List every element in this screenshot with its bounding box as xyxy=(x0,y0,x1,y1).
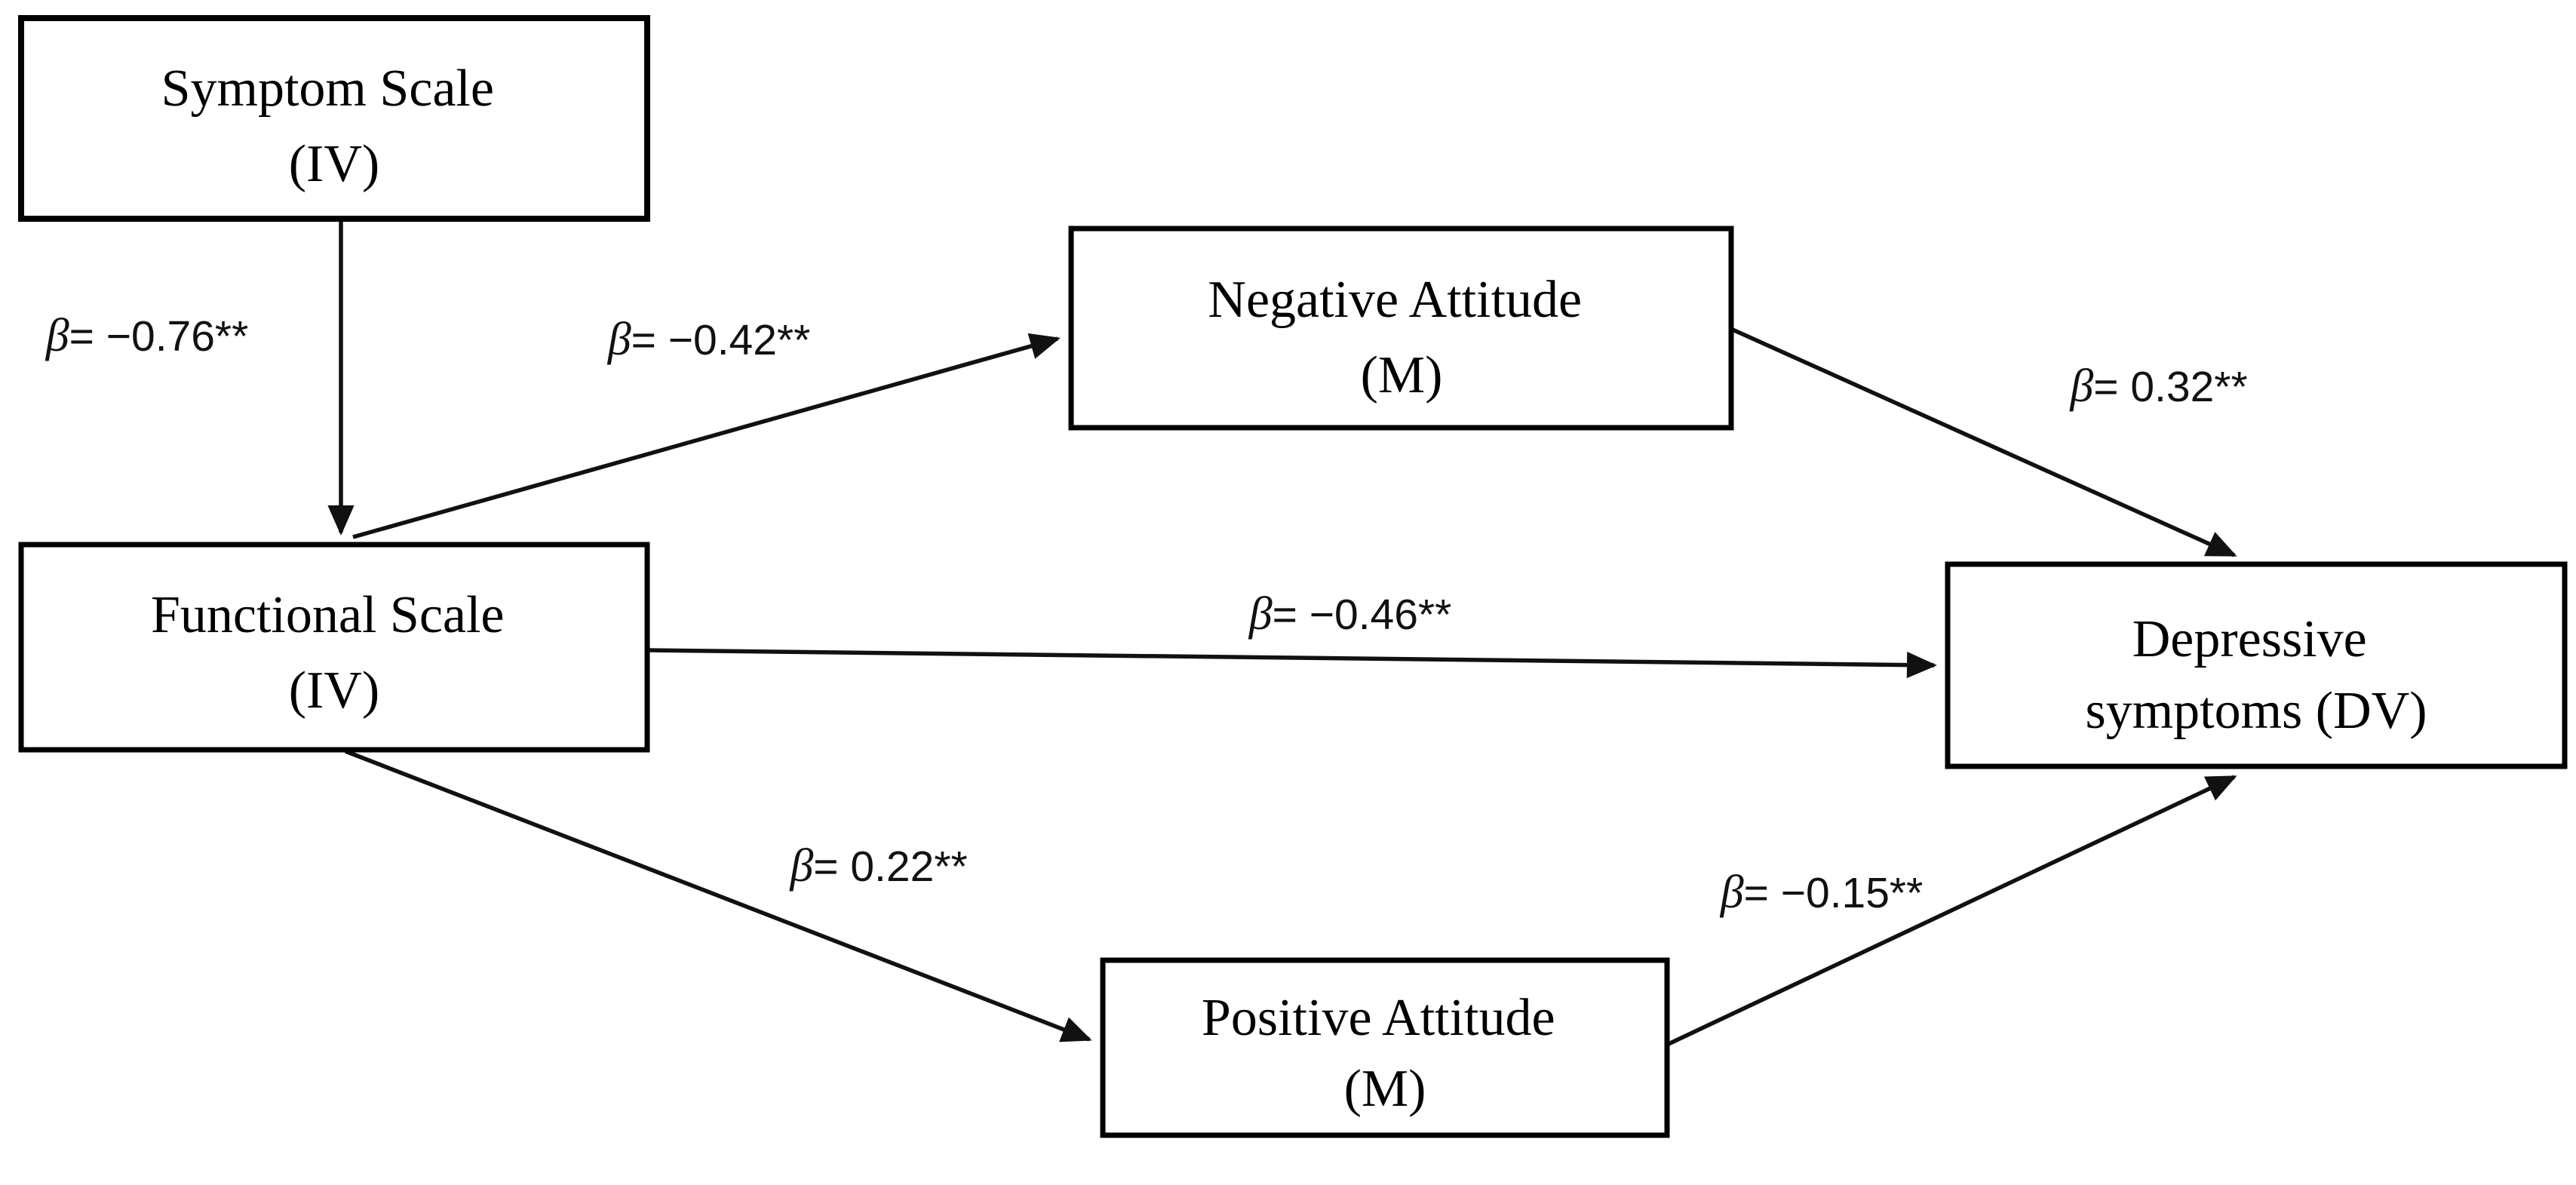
arrow-negative-to-depressive xyxy=(1731,327,2237,557)
beta-symbol: β xyxy=(607,314,631,365)
node-negative-attitude: Negative Attitude (M) xyxy=(1068,226,1734,431)
beta-symbol: β xyxy=(1248,588,1273,640)
arrow-functional-to-depressive xyxy=(646,648,1937,679)
coef-symptom-to-functional: β= −0.76** xyxy=(45,310,249,361)
edges xyxy=(327,220,2237,1046)
functional-scale-box xyxy=(18,542,650,753)
arrow-functional-to-positive xyxy=(345,749,1092,1042)
beta-symbol: β xyxy=(1720,867,1744,918)
coef-negative-to-depressive: β= 0.32** xyxy=(2069,361,2247,412)
beta-symbol: β xyxy=(2069,361,2093,412)
node-symptom-scale: Symptom Scale (IV) xyxy=(18,15,650,222)
symptom-scale-box xyxy=(18,15,650,222)
positive-attitude-box xyxy=(1100,957,1670,1138)
depressive-symptoms-box xyxy=(1945,561,2568,769)
node-positive-attitude: Positive Attitude (M) xyxy=(1100,957,1670,1138)
positive-attitude-label: Positive Attitude (M) xyxy=(1202,989,1568,1118)
coef-functional-to-positive: β= 0.22** xyxy=(789,840,967,892)
coef-functional-to-negative: β= −0.42** xyxy=(607,314,811,365)
arrow-positive-to-depressive xyxy=(1667,775,2237,1046)
beta-symbol: β xyxy=(45,310,69,361)
negative-attitude-label: Negative Attitude (M) xyxy=(1208,271,1595,404)
negative-attitude-box xyxy=(1068,226,1734,431)
depressive-symptoms-label: Depressive symptoms (DV) xyxy=(2085,610,2427,740)
edge-labels: β= −0.76** β= −0.42** β= −0.46** β= 0.32… xyxy=(45,310,2248,918)
node-functional-scale: Functional Scale (IV) xyxy=(18,542,650,753)
arrow-functional-to-negative xyxy=(352,333,1061,539)
beta-symbol: β xyxy=(789,840,813,892)
node-depressive-symptoms: Depressive symptoms (DV) xyxy=(1945,561,2568,769)
functional-scale-label: Functional Scale (IV) xyxy=(151,586,517,720)
symptom-scale-label: Symptom Scale (IV) xyxy=(161,60,508,193)
coef-positive-to-depressive: β= −0.15** xyxy=(1720,867,1924,918)
coef-functional-to-depressive: β= −0.46** xyxy=(1248,588,1452,640)
